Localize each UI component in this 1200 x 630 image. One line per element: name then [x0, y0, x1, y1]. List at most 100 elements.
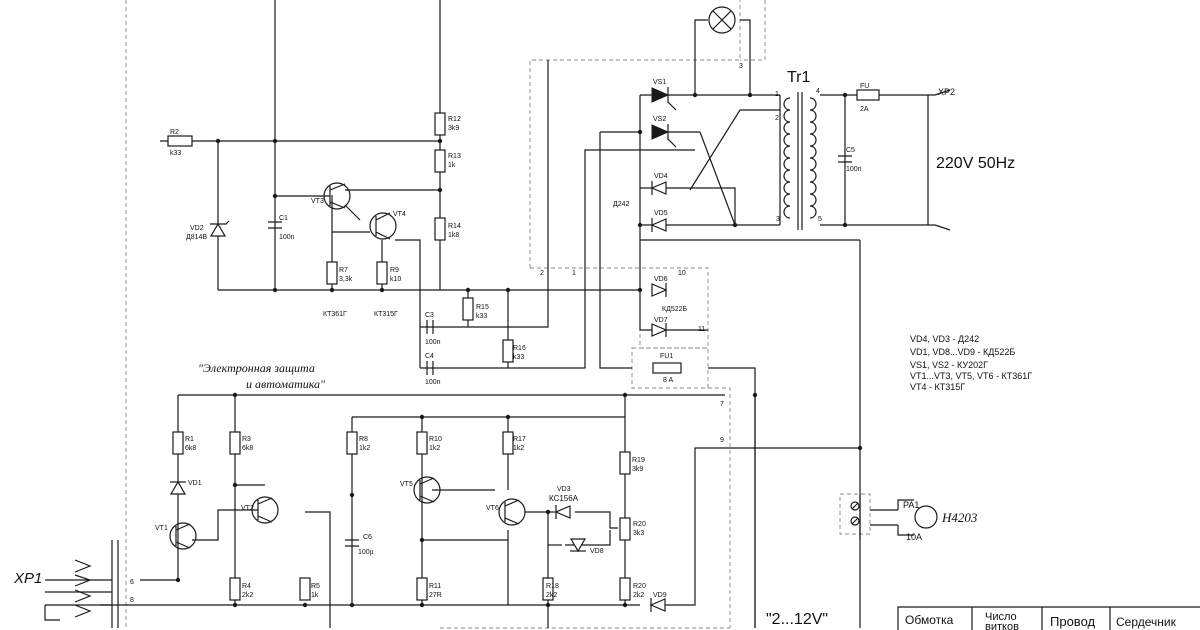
- label-xp1: XP1: [13, 570, 42, 587]
- label-protection-2: и автоматика": [246, 377, 326, 391]
- pin-4-tr: 4: [816, 88, 820, 95]
- label-r20b: R20: [633, 583, 646, 590]
- label-r11: R11: [429, 583, 441, 590]
- label-meter: Н4203: [941, 510, 978, 525]
- label-pa1: PA1: [903, 500, 919, 510]
- resistor-r3-icon: [229, 431, 241, 455]
- label-c4: C4: [425, 353, 434, 360]
- vs2-thyristor-icon: [651, 124, 677, 148]
- label-vd5: VD5: [654, 210, 668, 217]
- resistor-r4-icon: [229, 577, 241, 601]
- label-vd7: VD7: [654, 317, 668, 324]
- label-r4-val: 2k2: [242, 592, 253, 599]
- fuse-fu1-icon: [652, 362, 682, 374]
- table-header-turns-1: Число: [985, 611, 1017, 623]
- pin-7: 7: [720, 401, 724, 408]
- label-kt315: КТ315Г: [374, 311, 398, 318]
- pin-5-tr: 5: [818, 216, 822, 223]
- module-outlines: [125, 0, 871, 629]
- label-r17-val: 1k2: [513, 445, 524, 452]
- label-vd6: VD6: [654, 276, 668, 283]
- label-r7: R7: [339, 267, 348, 274]
- resistor-r17-icon: [502, 431, 514, 455]
- label-r12-val: 3k9: [448, 125, 459, 132]
- label-pa1-val: 10A: [906, 532, 922, 542]
- label-fu1-val: 8 A: [663, 377, 673, 384]
- capacitor-c6-icon: [345, 539, 359, 547]
- label-r2: R2: [170, 129, 179, 136]
- resistor-r7-icon: [326, 261, 338, 285]
- transistor-vt1-icon: [169, 522, 197, 550]
- pin-1: 1: [572, 270, 576, 277]
- component-labels: Tr1 FU 2A XP2 220V 50Hz C5 100n VS1 VS2 …: [13, 63, 1015, 628]
- resistor-r11-icon: [416, 577, 428, 601]
- pin-3-top: 3: [739, 63, 743, 70]
- label-r3-val: 6k8: [242, 445, 253, 452]
- label-r16: R16: [513, 345, 526, 352]
- label-kt361: КТ361Г: [323, 311, 347, 318]
- label-xp2: XP2: [938, 87, 955, 97]
- label-vt5: VT5: [400, 481, 413, 488]
- capacitor-c5-icon: [838, 155, 852, 163]
- label-c3-val: 100n: [425, 339, 441, 346]
- vd4-diode-icon: [650, 181, 667, 195]
- vd1-diode-icon: [169, 480, 187, 495]
- legend-line: VD1, VD8...VD9 - КД522Б: [910, 347, 1015, 357]
- label-kd522: КД522Б: [662, 306, 687, 313]
- resistor-r19-icon: [619, 451, 631, 475]
- label-fu-val: 2A: [860, 106, 869, 113]
- pin-10: 10: [678, 270, 686, 277]
- label-d242: Д242: [613, 201, 630, 208]
- label-r14-val: 1k8: [448, 232, 459, 239]
- label-c6: C6: [363, 534, 372, 541]
- pin-9: 9: [720, 437, 724, 444]
- label-r11-val: 27R: [429, 592, 442, 599]
- label-vt3: VT3: [311, 198, 324, 205]
- label-vs1: VS1: [653, 79, 666, 86]
- resistor-r20b-icon: [619, 577, 631, 601]
- label-r8-val: 1k2: [359, 445, 370, 452]
- transistor-vt2-icon: [251, 496, 279, 524]
- resistor-r16-icon: [502, 339, 514, 363]
- transistor-vt6-icon: [498, 498, 526, 526]
- label-r15: R15: [476, 304, 489, 311]
- label-vs2: VS2: [653, 116, 666, 123]
- component-legend: VD4, VD3 - Д242 VD1, VD8...VD9 - КД522Б …: [910, 334, 1032, 392]
- resistor-r5-icon: [299, 577, 311, 601]
- label-r9: R9: [390, 267, 399, 274]
- label-vt4: VT4: [393, 211, 406, 218]
- label-range: "2...12V": [766, 611, 828, 628]
- pin-6: 6: [130, 579, 134, 586]
- label-vd4: VD4: [654, 173, 668, 180]
- table-header-winding: Обмотка: [905, 613, 954, 627]
- label-r2-val: k33: [170, 150, 181, 157]
- table-header-wire: Провод: [1050, 614, 1096, 629]
- label-vt1: VT1: [155, 525, 168, 532]
- resistor-r2-icon: [167, 135, 193, 147]
- label-fu1: FU1: [660, 353, 673, 360]
- label-r5: R5: [311, 583, 320, 590]
- label-r19-val: 3k9: [632, 466, 643, 473]
- label-vd2: VD2: [190, 225, 204, 232]
- label-r20a-val: 3k3: [633, 530, 644, 537]
- label-r4: R4: [242, 583, 251, 590]
- vs1-thyristor-icon: [651, 87, 677, 111]
- capacitor-c4-icon: [426, 361, 434, 375]
- label-r15-val: k33: [476, 313, 487, 320]
- resistor-r1-icon: [172, 431, 184, 455]
- label-r20b-val: 2k2: [633, 592, 644, 599]
- label-r10: R10: [429, 436, 442, 443]
- label-vt2: VT2: [241, 505, 254, 512]
- vd5-diode-icon: [650, 218, 667, 232]
- label-r20a: R20: [633, 521, 646, 528]
- label-c1-val: 100n: [279, 234, 295, 241]
- vd6-diode-icon: [651, 283, 668, 297]
- pin-8: 8: [130, 597, 134, 604]
- label-r1: R1: [185, 436, 194, 443]
- label-fu: FU: [860, 83, 869, 90]
- resistor-r10-icon: [416, 431, 428, 455]
- label-r7-val: 3,3k: [339, 276, 353, 283]
- label-c6-val: 100µ: [358, 549, 374, 556]
- table-header-turns-2: витков: [985, 621, 1019, 630]
